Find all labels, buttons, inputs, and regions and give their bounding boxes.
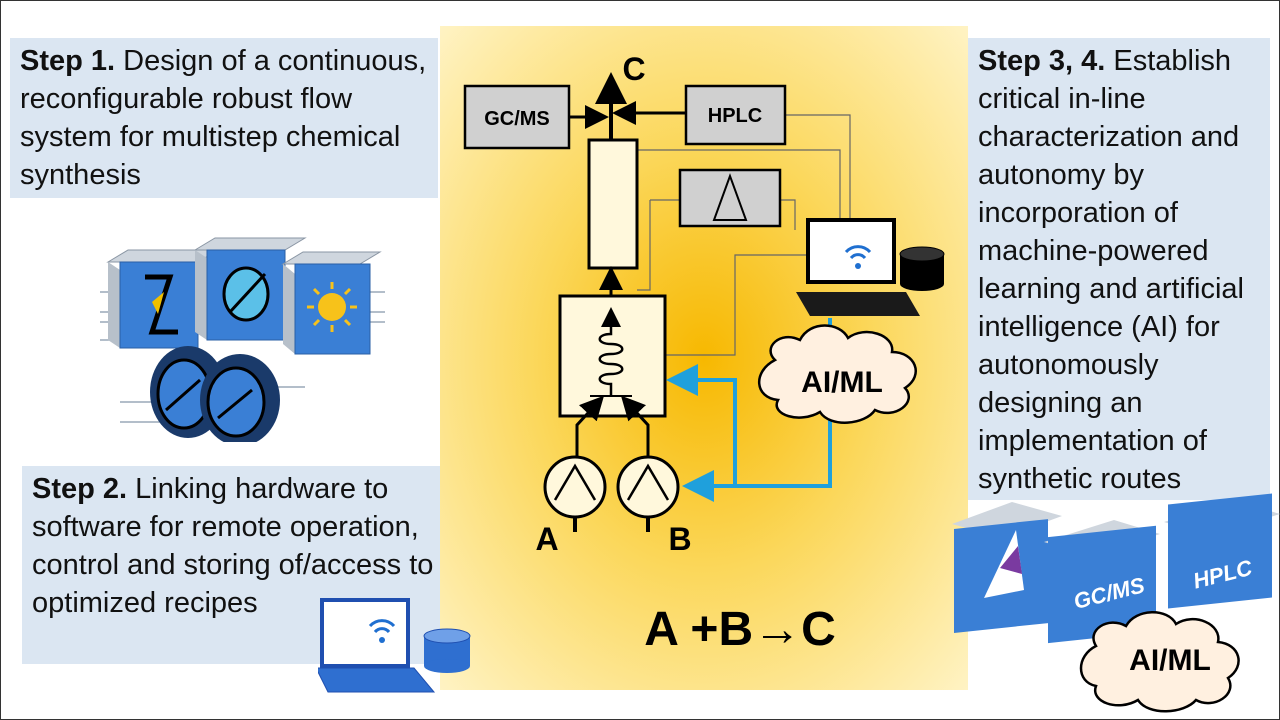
heating-coil-icon: [598, 307, 624, 396]
output-c-label: C: [622, 51, 645, 87]
module-sun-icon: [281, 251, 382, 355]
step1-box: Step 1. Design of a continuous, reconfig…: [10, 38, 438, 198]
step3-box: Step 3, 4. Establish critical in-line ch…: [968, 38, 1270, 500]
gcms-label: GC/MS: [484, 108, 550, 130]
module-prism-icon: [952, 502, 1062, 633]
prism-icon: [712, 173, 748, 221]
input-a-label: A: [535, 521, 558, 557]
step2-text: Linking hardware to software for remote …: [32, 473, 434, 619]
wifi-icon-small: [368, 619, 396, 634]
input-b-label: B: [668, 521, 691, 557]
step1-title: Step 1.: [20, 45, 124, 77]
aiml-cloud-label: AI/ML: [1129, 644, 1211, 677]
aiml-label: AI/ML: [801, 366, 883, 399]
step3-title: Step 3, 4.: [978, 45, 1114, 77]
module-dial-icon: [193, 237, 307, 341]
step2-box: Step 2. Linking hardware to software for…: [22, 466, 446, 664]
wifi-icon: [844, 245, 872, 260]
remote-laptop-illustration: [318, 598, 471, 693]
spectrometer-instrument: [678, 168, 782, 228]
step2-title: Step 2.: [32, 473, 136, 505]
database-icon: [899, 246, 945, 291]
module-valve-icon: [106, 249, 220, 349]
hplc-instrument: HPLC: [684, 84, 787, 146]
hplc-label: HPLC: [708, 105, 762, 127]
signal-wires: [637, 114, 851, 356]
reaction-equation: A +B→C: [644, 603, 836, 656]
pump-b: [616, 455, 680, 532]
reconfigurable-modules-illustration: [100, 237, 385, 442]
gcms-instrument: GC/MS: [463, 84, 571, 150]
module-hplc: HPLC: [1164, 493, 1280, 609]
pump-a: [543, 455, 607, 532]
database-icon-small: [423, 628, 471, 673]
analytics-modules-illustration: GC/MS HPLC AI/ML: [952, 493, 1280, 713]
pump-disc-icon: [150, 346, 280, 442]
aiml-cloud: AI/ML: [757, 324, 917, 424]
step1-text: Design of a continuous, reconfigurable r…: [20, 45, 427, 191]
reactor: [558, 294, 667, 418]
aiml-cloud-small: AI/ML: [1079, 611, 1240, 713]
flow-column: [587, 138, 639, 270]
module-gcms: GC/MS: [1044, 520, 1160, 644]
step3-text: Establish critical in-line characterizat…: [978, 45, 1244, 495]
control-laptop: [796, 218, 920, 316]
